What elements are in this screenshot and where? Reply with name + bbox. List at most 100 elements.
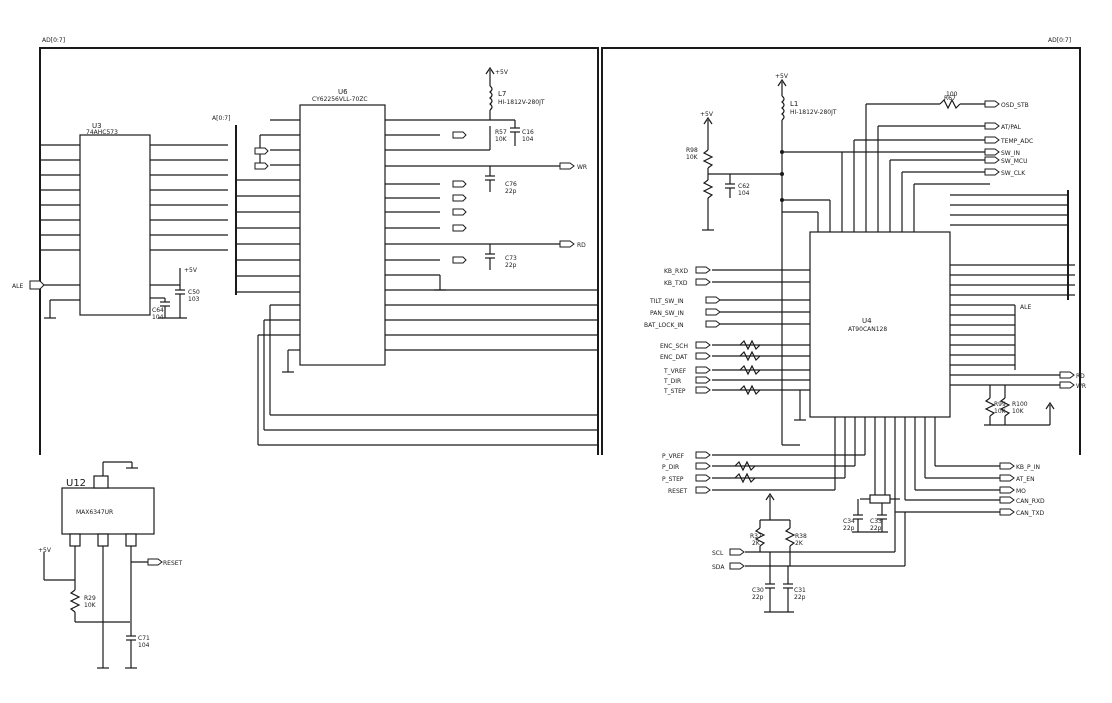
mcu-supply-label-2: +5V (700, 111, 714, 118)
net-can-txd: CAN_TXD (1016, 510, 1045, 517)
mcu-supply: +5V L1 HI-1812V-280JT +5V R98 10K C62 10… (686, 73, 842, 446)
mcu-right-ports: RD WR ALE (1020, 304, 1086, 390)
net-mo: MO (1016, 488, 1026, 495)
c71-ref: C71 (138, 635, 150, 642)
right-corner-label: AD[0:7] (1048, 37, 1071, 44)
i2c-ports: SCL SDA (712, 548, 745, 571)
c76-value: 22p (505, 188, 517, 195)
r57-value: 10K (495, 136, 508, 143)
net-wr-right: WR (1076, 383, 1086, 390)
l7-ref: L7 (498, 90, 506, 98)
r67-ref: R67 (944, 95, 956, 102)
net-p-step: P_STEP (662, 476, 684, 483)
c34-ref: C34 (843, 518, 855, 525)
u12-supply: +5V (38, 547, 52, 554)
r98-ref: R98 (686, 147, 698, 154)
r38-ref: R38 (795, 533, 807, 540)
net-t-dir: T_DIR (663, 378, 681, 385)
net-sw-in: SW_IN (1001, 150, 1020, 157)
latch-decoupling: +5V C50 103 C64 104 (152, 267, 200, 321)
latch-supply: +5V (184, 267, 198, 274)
c33-value: 22p (870, 525, 882, 532)
sram-u6: U6 CY62256VLL-70ZC (254, 88, 598, 373)
net-sda: SDA (712, 564, 725, 571)
net-at-pal: AT/PAL (1001, 124, 1022, 131)
address-return-lines (257, 305, 598, 446)
ad-bus-left (40, 144, 80, 251)
net-kb-p-in: KB_P_IN (1016, 464, 1040, 471)
r57-ref: R57 (495, 129, 507, 136)
reset-ic-u12: U12 MAX6347UR +5V R29 10K C71 104 RESET (38, 461, 183, 669)
mcu-top-ports: OSD_STB AT/PAL TEMP_ADC SW_IN SW_MCU SW_… (984, 100, 1033, 177)
r37-ref: R37 (750, 533, 762, 540)
c33-ref: C33 (870, 518, 882, 525)
c30-value: 22p (752, 594, 764, 601)
net-temp-adc: TEMP_ADC (1000, 138, 1033, 145)
net-at-en: AT_EN (1016, 476, 1035, 483)
l7-part: HI-1812V-280JT (498, 99, 545, 106)
sheet-frame: AD[0:7] AD[0:7] (39, 37, 1081, 455)
c34-value: 22p (843, 525, 855, 532)
c30-ref: C30 (752, 587, 764, 594)
r29-ref: R29 (84, 595, 96, 602)
latch-u3: U3 74AHC573 (40, 122, 228, 319)
c73-value: 22p (505, 262, 517, 269)
c71-value: 104 (138, 642, 150, 649)
c73-ref: C73 (505, 255, 517, 262)
mcu-u4: U4 AT90CAN128 R67 (712, 91, 1075, 567)
net-osd-stb: OSD_STB (1001, 102, 1029, 109)
r99-value: 10K (994, 408, 1007, 415)
u12-reset-label: RESET (163, 560, 183, 567)
net-enc-dat: ENC_DAT (660, 354, 688, 361)
net-pan-sw: PAN_SW_IN (650, 310, 684, 317)
net-p-dir: P_DIR (662, 464, 679, 471)
latch-ref: U3 (92, 122, 102, 130)
l1-ref: L1 (790, 100, 798, 108)
mcu-bottom-ports: KB_P_IN AT_EN MO CAN_RXD CAN_TXD (999, 462, 1045, 517)
u12-ref: U12 (66, 478, 86, 489)
sram-part: CY62256VLL-70ZC (312, 96, 368, 103)
net-t-vref: T_VREF (663, 368, 687, 375)
net-kb-rxd: KB_RXD (664, 268, 688, 275)
a-bus-label: A[0:7] (212, 115, 230, 122)
c64-value: 104 (152, 314, 164, 321)
net-rd-right: RD (1076, 373, 1085, 380)
mcu-supply-label: +5V (775, 73, 789, 80)
sram-control-ports: WR RD (559, 162, 587, 249)
net-sw-mcu: SW_MCU (1001, 158, 1028, 165)
net-bat-lock: BAT_LOCK_IN (644, 322, 684, 329)
c50-ref: C50 (188, 289, 200, 296)
net-tilt-sw: TILT_SW_IN (649, 298, 684, 305)
r100-ref: R100 (1012, 401, 1028, 408)
c31-ref: C31 (794, 587, 806, 594)
sram-supply-label: +5V (495, 69, 509, 76)
net-scl: SCL (712, 550, 724, 557)
net-p-vref: P_VREF (662, 453, 685, 460)
r29-value: 10K (84, 602, 97, 609)
r100-value: 10K (1012, 408, 1025, 415)
c50-value: 103 (188, 296, 200, 303)
net-enc-sch: ENC_SCH (660, 343, 688, 350)
sram-supply: +5V L7 HI-1812V-280JT R57 10K C16 104 C7… (485, 66, 545, 270)
r99-ref: R99 (994, 401, 1006, 408)
net-sw-clk: SW_CLK (1001, 170, 1026, 177)
rd-label: RD (577, 242, 586, 249)
c64-ref: C64 (152, 307, 164, 314)
mcu-ref: U4 (862, 317, 872, 325)
mcu-left-ports: KB_RXD KB_TXD TILT_SW_IN PAN_SW_IN BAT_L… (644, 266, 721, 495)
ale-port: ALE (12, 280, 45, 290)
a-bus: A[0:7] (212, 115, 300, 295)
l1-part: HI-1812V-280JT (790, 109, 837, 116)
wr-label: WR (577, 164, 587, 171)
c76-ref: C76 (505, 181, 517, 188)
r38-value: 2K (795, 540, 804, 547)
c31-value: 22p (794, 594, 806, 601)
c16-value: 104 (522, 136, 534, 143)
net-t-step: T_STEP (663, 388, 686, 395)
c16-ref: C16 (522, 129, 534, 136)
r98-value: 10K (686, 154, 699, 161)
mcu-part: AT90CAN128 (848, 326, 887, 333)
net-ale-right: ALE (1020, 304, 1031, 311)
c62-ref: C62 (738, 183, 750, 190)
